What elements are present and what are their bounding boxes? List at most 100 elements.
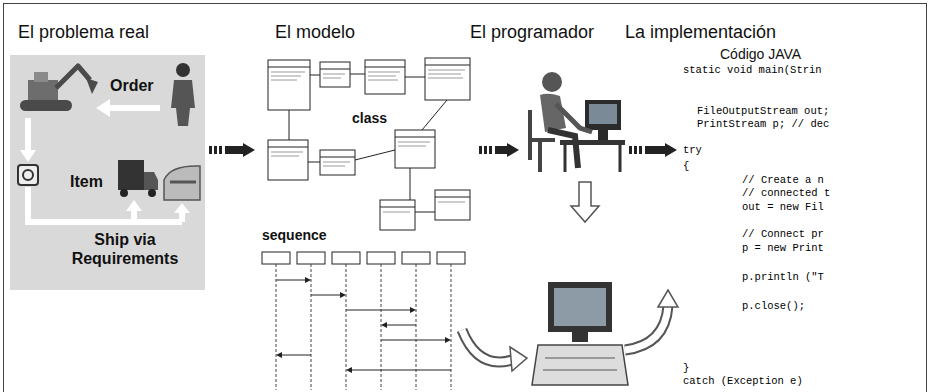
programmer-illustration — [548, 130, 578, 168]
uml-diagram — [381, 322, 387, 328]
diagram-label: Order — [110, 76, 154, 95]
problem-illustration — [179, 212, 185, 222]
problem-illustration — [20, 100, 72, 111]
curved-arrow — [625, 306, 668, 350]
column-heading: El problema real — [18, 22, 149, 43]
problem-illustration — [164, 166, 200, 200]
code-line: p.close(); — [742, 300, 805, 312]
uml-diagram — [380, 200, 415, 230]
uml-diagram — [297, 252, 325, 264]
uml-diagram — [445, 337, 451, 343]
problem-illustration — [34, 72, 48, 82]
problem-illustration — [148, 189, 156, 197]
programmer-illustration — [585, 100, 621, 130]
uml-diagram — [435, 190, 470, 220]
computer-illustration — [532, 282, 628, 385]
uml-model: El modeloclasssequence — [258, 55, 475, 390]
uml-diagram — [262, 58, 470, 390]
problem-illustration — [18, 165, 38, 185]
problem-illustration — [25, 118, 31, 152]
curved-arrow — [625, 306, 668, 350]
problem-illustration — [174, 203, 190, 213]
uml-diagram — [262, 252, 290, 264]
computer-illustration — [554, 288, 606, 326]
flow-arrow — [479, 146, 507, 154]
uml-diagram — [340, 292, 346, 298]
uml-diagram — [410, 307, 416, 313]
uml-diagram — [268, 58, 470, 230]
problem-illustration — [118, 160, 144, 190]
programmer-illustration — [542, 72, 562, 92]
uml-diagram — [425, 58, 470, 100]
computer-illustration — [543, 358, 617, 370]
diagram-label: Ship via Requirements — [60, 230, 190, 268]
curved-arrow — [510, 347, 527, 371]
code-line: { — [683, 160, 689, 172]
uml-diagram — [262, 252, 465, 264]
outer-frame — [4, 4, 927, 392]
uml-diagram — [276, 277, 451, 373]
computer-illustration — [572, 332, 588, 342]
diagram-label: Item — [70, 172, 103, 191]
programmer-illustration — [556, 104, 592, 132]
code-line: catch (Exception e) — [683, 375, 803, 387]
problem-illustration — [131, 210, 137, 222]
uml-diagram — [271, 70, 465, 212]
code-line: // Connect pr — [742, 228, 824, 240]
problem-illustration — [20, 150, 36, 162]
uml-diagram — [346, 367, 352, 373]
problem-illustration — [108, 105, 160, 111]
problem-illustration — [96, 99, 110, 117]
code-line: out = new Fil — [742, 201, 824, 213]
code-line: // Create a n — [742, 174, 824, 186]
code-listing: La implementaciónCódigo JAVAstatic void … — [680, 45, 925, 390]
curved-arrow — [462, 330, 512, 362]
curved-arrow — [658, 290, 678, 307]
code-line: try — [683, 144, 702, 156]
problem-panel: El problema realOrderItemShip via Requir… — [10, 55, 205, 290]
code-line: } — [683, 362, 689, 374]
problem-illustration — [144, 172, 158, 190]
code-line: // connected t — [742, 187, 830, 199]
programmer-illustration — [560, 140, 625, 145]
uml-diagram — [395, 130, 435, 168]
code-line: PrintStream p; // dec — [697, 118, 829, 130]
diagram-label: class — [350, 110, 389, 127]
programmer-illustration — [589, 104, 617, 124]
column-heading: La implementación — [625, 22, 776, 43]
uml-diagram — [402, 252, 430, 264]
down-arrow — [571, 182, 599, 222]
problem-illustration — [10, 55, 205, 290]
computer-illustration — [532, 345, 628, 385]
programmer-figure: El programador — [522, 55, 625, 175]
problem-illustration — [56, 66, 90, 88]
problem-illustration — [23, 170, 33, 180]
problem-illustration — [120, 189, 128, 197]
code-title: Código JAVA — [720, 46, 801, 63]
column-heading: El modelo — [275, 22, 355, 43]
uml-diagram — [332, 252, 360, 264]
code-line: p.println ("T — [742, 271, 824, 283]
uml-diagram — [276, 280, 451, 370]
programmer-illustration — [598, 130, 608, 140]
flow-arrow — [209, 146, 243, 154]
problem-illustration — [28, 187, 182, 222]
problem-illustration — [171, 80, 195, 126]
code-line: p = new Print — [742, 242, 824, 254]
uml-diagram — [276, 352, 282, 358]
uml-diagram — [268, 140, 308, 180]
problem-illustration — [10, 55, 205, 290]
column-heading: El programador — [470, 22, 594, 43]
uml-diagram — [276, 264, 451, 390]
code-line: FileOutputStream out; — [697, 105, 829, 117]
flow-arrow — [629, 146, 665, 154]
down-arrow — [571, 182, 599, 222]
problem-illustration — [28, 80, 58, 100]
curved-arrow — [462, 330, 512, 362]
problem-illustration — [126, 200, 142, 211]
uml-diagram — [437, 252, 465, 264]
uml-diagram — [289, 74, 447, 212]
uml-diagram — [367, 252, 395, 264]
programmer-illustration — [530, 72, 625, 172]
